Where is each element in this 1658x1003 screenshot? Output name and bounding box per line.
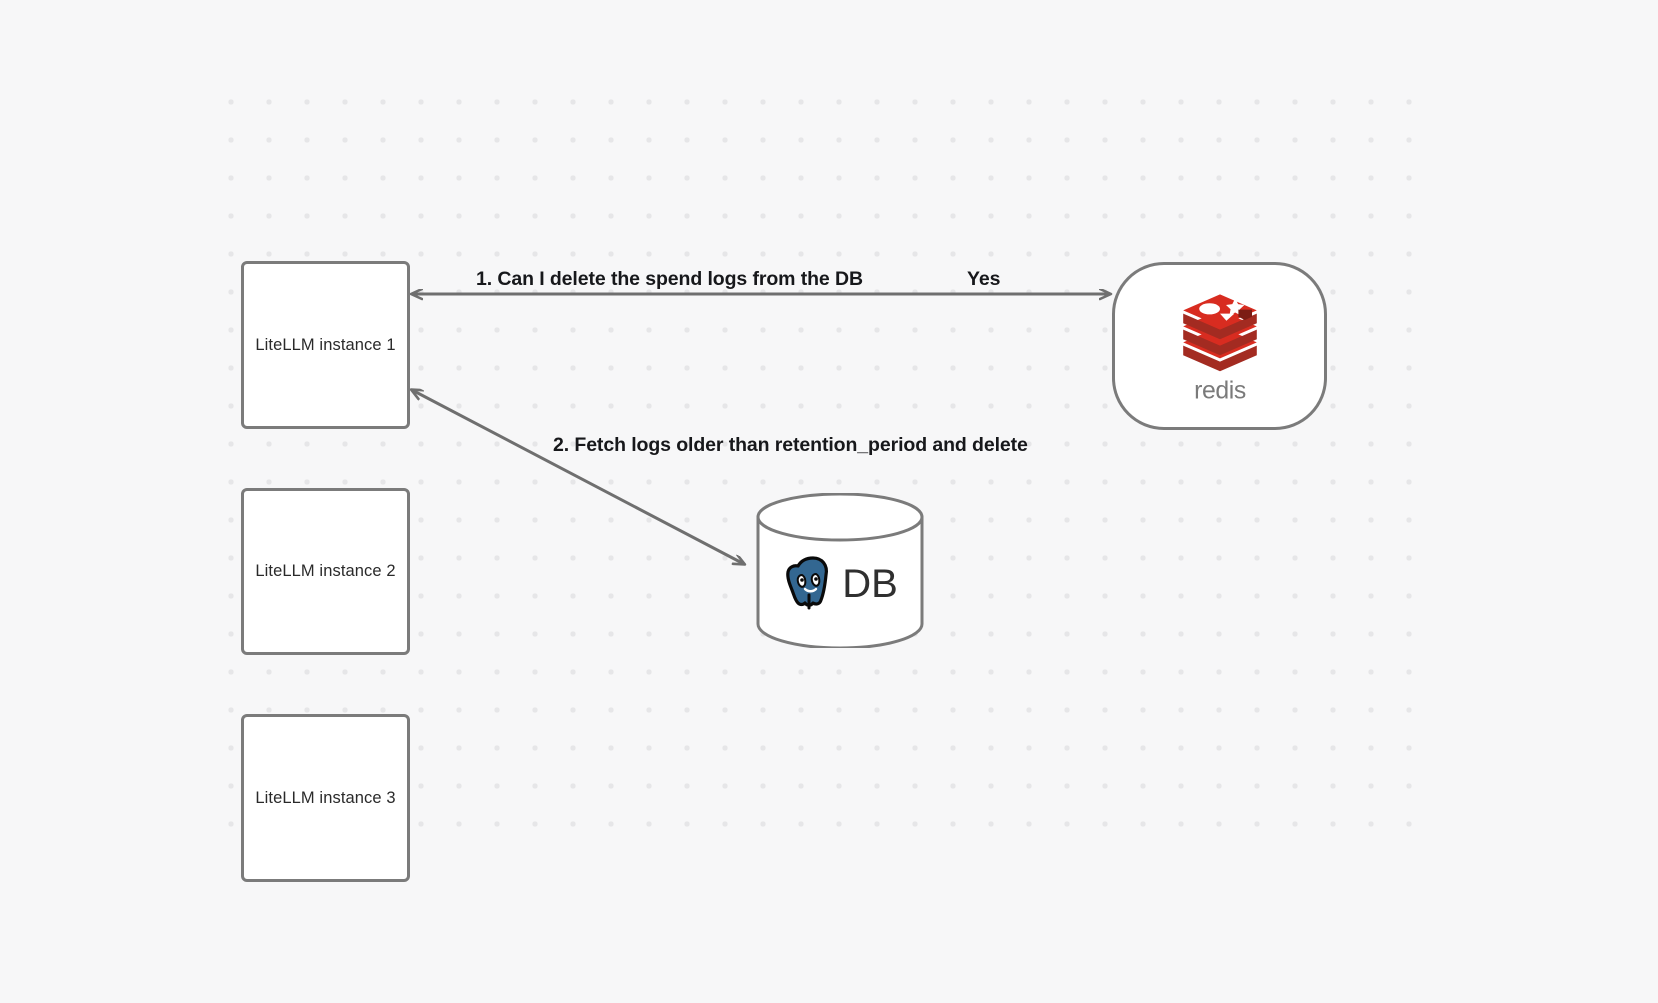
edge-litellm1-database — [412, 390, 744, 564]
database-label: DB — [842, 562, 898, 606]
node-label: LiteLLM instance 2 — [255, 562, 396, 580]
node-label: LiteLLM instance 3 — [255, 788, 396, 807]
edge-label-reply: Yes — [967, 268, 1001, 290]
redis-logo-icon: redis — [1168, 288, 1272, 404]
postgresql-elephant-icon — [782, 553, 840, 616]
node-redis[interactable]: redis — [1112, 262, 1327, 430]
node-litellm-instance-3[interactable]: LiteLLM instance 3 — [241, 714, 410, 882]
edge-label-request: 1. Can I delete the spend logs from the … — [476, 268, 863, 290]
edge-label-fetch-delete: 2. Fetch logs older than retention_perio… — [553, 434, 1028, 456]
node-label: LiteLLM instance 1 — [255, 335, 396, 354]
node-database[interactable]: DB — [754, 493, 926, 648]
node-litellm-instance-2[interactable]: LiteLLM instance 2 — [241, 488, 410, 655]
database-cylinder-shape — [756, 493, 924, 648]
node-litellm-instance-1[interactable]: LiteLLM instance 1 — [241, 261, 410, 429]
svg-text:redis: redis — [1194, 377, 1246, 404]
